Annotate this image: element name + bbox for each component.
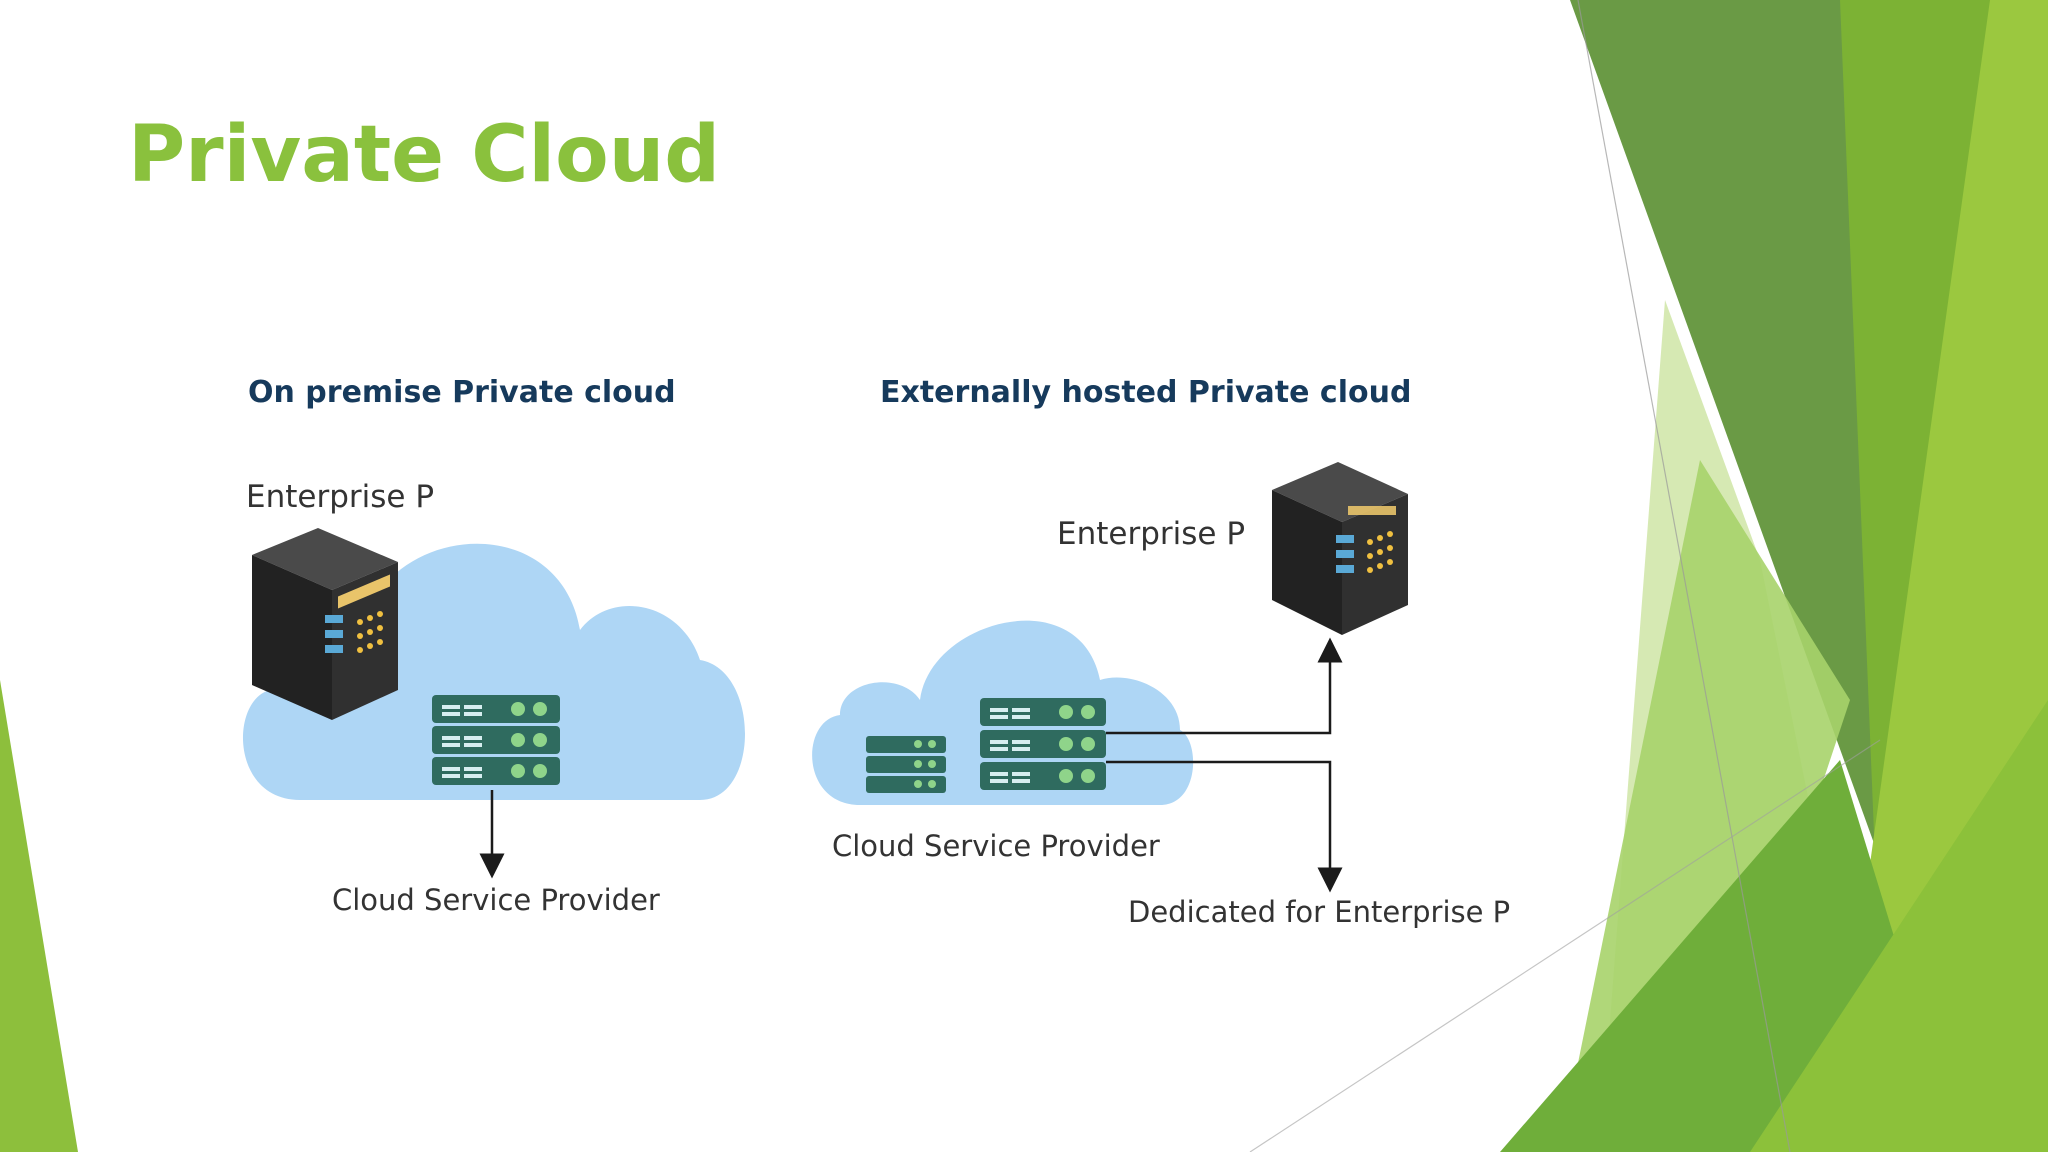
server-stack-icon bbox=[432, 695, 560, 785]
server-stack-icon bbox=[980, 698, 1106, 790]
right-provider-label: Cloud Service Provider bbox=[832, 829, 1160, 863]
right-facet-lower-bright bbox=[1750, 700, 2048, 1152]
cloud-icon bbox=[242, 543, 745, 800]
left-provider-label: Cloud Service Provider bbox=[332, 883, 660, 917]
slide-title: Private Cloud bbox=[128, 110, 721, 200]
server-tower-icon bbox=[1272, 462, 1408, 635]
right-panel-heading: Externally hosted Private cloud bbox=[880, 375, 1411, 410]
left-panel: On premise Private cloud Enterprise P bbox=[242, 375, 745, 917]
dedicated-label: Dedicated for Enterprise P bbox=[1128, 895, 1510, 929]
decor-line-1 bbox=[1577, 0, 1791, 1152]
left-enterprise-label: Enterprise P bbox=[246, 479, 434, 515]
connector-to-enterprise bbox=[1106, 637, 1343, 735]
connector-to-dedicated bbox=[1106, 760, 1343, 893]
server-tower-icon bbox=[252, 528, 398, 720]
right-facet-light bbox=[1560, 460, 1850, 1152]
right-panel: Externally hosted Private cloud Enterpri… bbox=[812, 375, 1510, 929]
left-panel-heading: On premise Private cloud bbox=[248, 375, 676, 410]
right-enterprise-label: Enterprise P bbox=[1057, 516, 1245, 552]
server-stack-icon bbox=[866, 736, 946, 793]
left-edge-facet bbox=[0, 680, 78, 1152]
decor-line-2 bbox=[1249, 739, 1881, 1152]
